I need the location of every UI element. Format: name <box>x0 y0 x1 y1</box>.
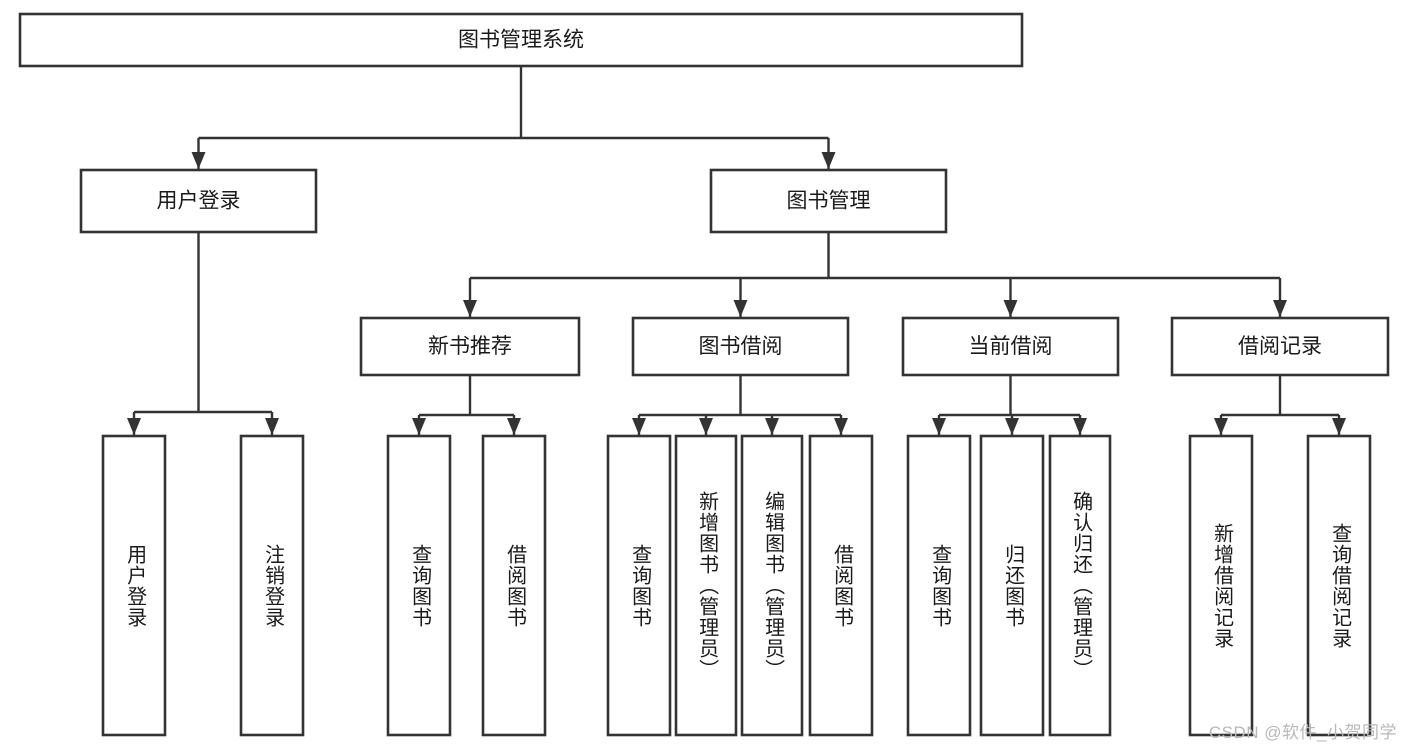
arrow-head-icon <box>632 418 646 435</box>
node-label-n-book-borrow: 图书借阅 <box>699 335 783 358</box>
node-box-leaf-logout[interactable] <box>239 434 305 737</box>
arrow-head-icon <box>1332 418 1346 435</box>
node-label-n-borrow-record: 借阅记录 <box>1238 335 1322 358</box>
node-box-leaf-query-record[interactable] <box>1306 434 1372 737</box>
node-label-n-user-login: 用户登录 <box>157 190 241 213</box>
node-root-box[interactable] <box>18 12 1024 68</box>
arrow-head-icon <box>765 418 779 435</box>
node-box-n-user-login[interactable] <box>79 168 318 234</box>
arrow-head-icon <box>733 300 748 317</box>
node-box-leaf-query-book-borrow[interactable] <box>606 434 672 737</box>
node-box-n-book-manage[interactable] <box>709 168 948 234</box>
node-root-label: 图书管理系统 <box>458 29 584 52</box>
watermark-text: CSDN @软件_小贺同学 <box>1208 723 1397 742</box>
arrow-head-icon <box>821 152 836 169</box>
arrow-head-icon <box>412 418 426 435</box>
node-label-n-book-manage: 图书管理 <box>787 190 871 213</box>
node-box-leaf-borrow-book-rec[interactable] <box>481 434 547 737</box>
arrow-head-icon <box>932 418 946 435</box>
arrow-head-icon <box>1073 418 1087 435</box>
node-box-leaf-query-book-cur[interactable] <box>906 434 972 737</box>
node-box-leaf-edit-book[interactable] <box>740 434 804 737</box>
node-box-n-book-borrow[interactable] <box>631 316 850 377</box>
arrow-head-icon <box>265 418 279 435</box>
arrow-head-icon <box>1214 418 1228 435</box>
connector-edges <box>127 66 1346 435</box>
arrow-head-icon <box>507 418 521 435</box>
arrow-head-icon <box>1273 300 1287 317</box>
node-label-n-new-book-rec: 新书推荐 <box>428 335 512 358</box>
node-label-n-current-borrow: 当前借阅 <box>969 335 1053 358</box>
arrow-head-icon <box>191 152 206 169</box>
node-box-leaf-query-book-rec[interactable] <box>386 434 452 737</box>
node-box-leaf-add-book[interactable] <box>674 434 738 737</box>
node-box-n-new-book-rec[interactable] <box>359 316 581 377</box>
node-box-leaf-confirm-return[interactable] <box>1048 434 1112 737</box>
node-box-leaf-user-login[interactable] <box>101 434 167 737</box>
node-box-leaf-add-record[interactable] <box>1188 434 1254 737</box>
node-box-leaf-return-book[interactable] <box>979 434 1045 737</box>
node-box-leaf-borrow-book[interactable] <box>808 434 874 737</box>
arrow-head-icon <box>1005 418 1019 435</box>
arrow-head-icon <box>463 300 477 317</box>
arrow-head-icon <box>127 418 141 435</box>
arrow-head-icon <box>834 418 848 435</box>
node-box-n-borrow-record[interactable] <box>1170 316 1390 377</box>
arrow-head-icon <box>699 418 713 435</box>
node-box-n-current-borrow[interactable] <box>901 316 1120 377</box>
arrow-head-icon <box>1003 300 1018 317</box>
node-boxes <box>18 12 1390 737</box>
